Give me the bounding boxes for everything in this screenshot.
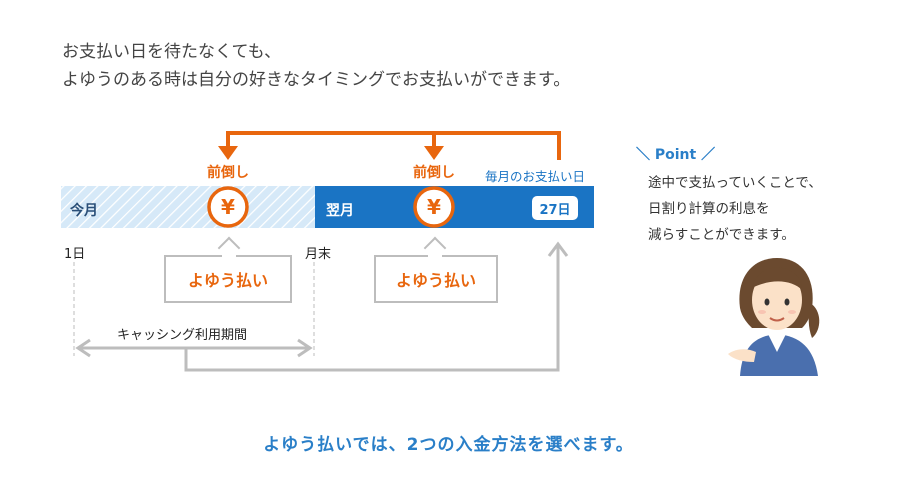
prepay-arrows	[226, 131, 561, 160]
arrow-head-left	[218, 146, 238, 160]
payment-methods-summary: よゆう払いでは、2つの入金方法を選べます。	[263, 435, 634, 455]
intro-line-1: お支払い日を待たなくても、	[62, 42, 282, 62]
yen-coin-right	[413, 186, 455, 228]
flexible-payment-callout-right: よゆう払い	[374, 255, 498, 303]
arrow-head-right	[424, 146, 444, 160]
intro-text: お支払い日を待たなくても、 よゆうのある時は自分の好きなタイミングでお支払いがで…	[62, 38, 570, 94]
next-month-label: 翌月	[326, 203, 354, 219]
guide-woman-illustration	[728, 258, 820, 376]
callout-join-right	[428, 254, 442, 258]
callout-join-left	[222, 254, 236, 258]
month-end-label: 月末	[305, 247, 332, 262]
cashing-period-arrow	[75, 338, 313, 358]
intro-line-2: よゆうのある時は自分の好きなタイミングでお支払いができます。	[62, 70, 571, 90]
yen-icon-right: ¥	[427, 195, 441, 219]
prepay-label-right: 前倒し	[413, 165, 455, 181]
point-line-2: 日割り計算の利息を	[648, 201, 770, 217]
this-month-label: 今月	[70, 203, 98, 219]
start-day-label: 1日	[64, 247, 86, 262]
prepay-label-left: 前倒し	[207, 165, 249, 181]
point-description: 途中で支払っていくことで、 日割り計算の利息を 減らすことができます。	[648, 170, 822, 248]
yen-coin-left	[207, 186, 249, 228]
yen-icon-left: ¥	[221, 195, 235, 219]
payment-day-caption: 毎月のお支払い日	[485, 169, 586, 184]
regular-payment-line	[184, 241, 569, 372]
flexible-payment-callout-left: よゆう払い	[164, 255, 292, 303]
period-markers	[73, 262, 315, 356]
this-month-bar	[61, 186, 315, 228]
point-line-1: 途中で支払っていくことで、	[648, 175, 822, 191]
point-line-3: 減らすことができます。	[648, 227, 795, 243]
payment-day-badge: 27日	[532, 196, 578, 220]
cashing-period-label: キャッシング利用期間	[117, 328, 248, 343]
point-title: ＼ Point ／	[636, 147, 716, 163]
